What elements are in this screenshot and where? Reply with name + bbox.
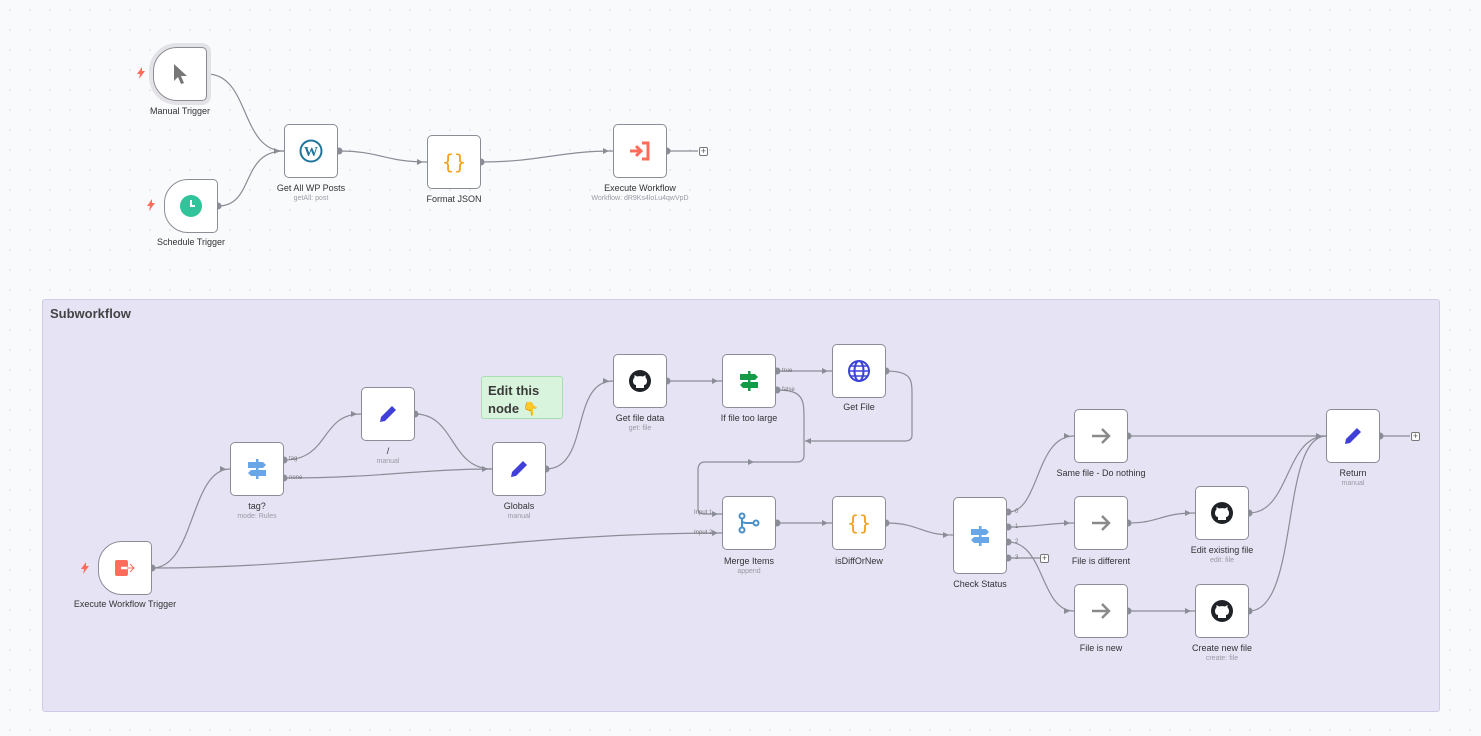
node-is-diff-or-new[interactable]: {} xyxy=(832,496,886,550)
node-subtitle: get: file xyxy=(628,425,652,432)
node-label: Execute Workflow Trigger xyxy=(73,599,177,609)
node-subtitle: manual xyxy=(376,458,400,465)
node-label: Merge Items xyxy=(723,556,774,566)
add-node-button[interactable]: + xyxy=(1411,431,1420,441)
signpost-icon xyxy=(248,459,266,479)
node-label: Same file - Do nothing xyxy=(1056,468,1146,478)
github-icon xyxy=(629,370,651,392)
edge-format-to-exec xyxy=(480,150,614,163)
wordpress-icon: W xyxy=(299,139,323,163)
node-if-file-too-large[interactable] xyxy=(722,354,776,408)
node-label: Get file data xyxy=(615,413,665,423)
node-label: Check Status xyxy=(953,579,1007,589)
node-label: isDiffOrNew xyxy=(835,556,883,566)
node-label: / xyxy=(386,446,390,456)
node-label: Manual Trigger xyxy=(149,106,211,116)
code-braces-icon: {} xyxy=(846,511,872,535)
node-slash-set[interactable] xyxy=(361,387,415,441)
note-line2: node xyxy=(488,401,520,416)
trigger-bolt-icon xyxy=(137,67,145,79)
node-label: Globals xyxy=(503,501,535,511)
group-title: Subworkflow xyxy=(50,306,131,321)
node-execute-workflow-trigger[interactable] xyxy=(98,541,152,595)
globe-icon xyxy=(848,360,870,382)
node-label: File is different xyxy=(1071,556,1131,566)
node-subtitle: manual xyxy=(507,513,531,520)
node-label: File is new xyxy=(1079,643,1123,653)
node-label: Schedule Trigger xyxy=(156,237,226,247)
output-label: none xyxy=(289,475,303,481)
pencil-icon xyxy=(1345,428,1361,444)
sign-out-icon xyxy=(115,560,136,576)
node-execute-workflow[interactable] xyxy=(613,124,667,178)
node-label: Edit existing file xyxy=(1190,545,1254,555)
node-create-new-file[interactable] xyxy=(1195,584,1249,638)
node-label: If file too large xyxy=(720,413,778,423)
node-file-is-new[interactable] xyxy=(1074,584,1128,638)
pointing-down-icon: 👇 xyxy=(522,401,539,416)
node-subtitle: create: file xyxy=(1205,655,1239,662)
trigger-bolt-icon xyxy=(81,562,89,574)
node-subtitle: append xyxy=(737,568,761,575)
node-merge-items[interactable] xyxy=(722,496,776,550)
input-label: Input 2 xyxy=(694,530,713,536)
node-label: Format JSON xyxy=(426,194,482,204)
svg-text:W: W xyxy=(304,145,318,160)
arrow-right-icon xyxy=(1092,515,1111,531)
github-icon xyxy=(1211,600,1233,622)
output-label: 1 xyxy=(1015,524,1019,530)
node-label: Create new file xyxy=(1191,643,1253,653)
node-file-is-different[interactable] xyxy=(1074,496,1128,550)
input-label: Input 1 xyxy=(694,510,713,516)
output-label: 0 xyxy=(1015,509,1019,515)
node-tag-switch[interactable] xyxy=(230,442,284,496)
sign-in-icon xyxy=(630,141,650,161)
node-subtitle: Workflow: dR9Ks4loLu4qwVpD xyxy=(591,195,689,202)
signpost-icon xyxy=(740,371,758,391)
output-label: tag xyxy=(289,456,298,462)
edge-wp-to-format xyxy=(338,150,428,163)
output-label: 3 xyxy=(1015,555,1019,561)
trigger-bolt-icon xyxy=(147,199,155,211)
node-format-json[interactable]: {} xyxy=(427,135,481,189)
pointer-icon xyxy=(174,64,187,84)
node-check-status[interactable] xyxy=(953,497,1007,574)
node-label: Execute Workflow xyxy=(604,183,676,193)
node-label: tag? xyxy=(248,501,266,511)
node-manual-trigger[interactable] xyxy=(153,47,207,101)
output-label: 2 xyxy=(1015,539,1019,545)
node-schedule-trigger[interactable] xyxy=(164,179,218,233)
node-globals[interactable] xyxy=(492,442,546,496)
signpost-icon xyxy=(971,525,989,546)
note-line1: Edit this xyxy=(488,383,540,398)
code-braces-icon: {} xyxy=(441,150,467,174)
node-subtitle: mode: Rules xyxy=(237,513,277,520)
pencil-icon xyxy=(511,461,527,477)
sticky-note[interactable]: Edit this node 👇 xyxy=(481,376,563,419)
pencil-icon xyxy=(380,406,396,422)
node-subtitle: edit: file xyxy=(1209,557,1235,564)
node-subtitle: manual xyxy=(1341,480,1365,487)
node-subtitle: getAll: post xyxy=(293,195,329,202)
node-return[interactable] xyxy=(1326,409,1380,463)
node-edit-existing-file[interactable] xyxy=(1195,486,1249,540)
arrow-right-icon xyxy=(1092,603,1111,619)
add-node-button[interactable]: + xyxy=(1040,553,1049,563)
output-label: true xyxy=(782,368,793,374)
node-get-file[interactable] xyxy=(832,344,886,398)
clock-icon xyxy=(180,195,202,217)
node-same-file[interactable] xyxy=(1074,409,1128,463)
node-label: Return xyxy=(1339,468,1367,478)
add-node-button[interactable]: + xyxy=(699,146,708,156)
merge-icon xyxy=(738,512,760,534)
node-label: Get All WP Posts xyxy=(276,183,346,193)
output-label: false xyxy=(782,387,795,393)
node-label: Get File xyxy=(843,402,875,412)
node-get-all-wp-posts[interactable]: W xyxy=(284,124,338,178)
github-icon xyxy=(1211,502,1233,524)
arrow-right-icon xyxy=(1092,428,1111,444)
node-get-file-data[interactable] xyxy=(613,354,667,408)
